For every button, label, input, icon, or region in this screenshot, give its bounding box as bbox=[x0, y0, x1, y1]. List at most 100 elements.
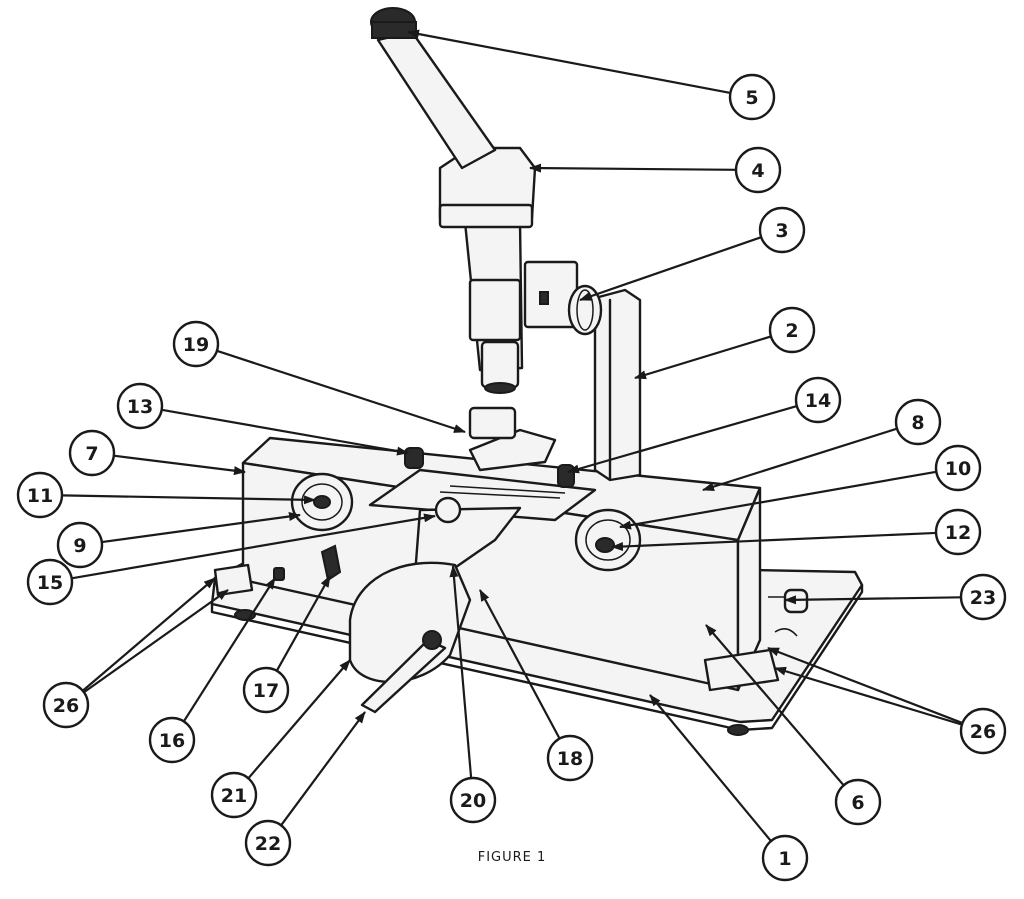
callout-number: 23 bbox=[970, 587, 996, 609]
callout-number: 15 bbox=[37, 572, 63, 594]
leader-arrow-26 bbox=[83, 589, 229, 694]
pin-16 bbox=[273, 567, 285, 581]
callout-number: 16 bbox=[159, 730, 185, 752]
callout-number: 6 bbox=[851, 792, 864, 814]
lever-arm bbox=[360, 638, 447, 714]
leader-arrow-21 bbox=[247, 659, 351, 780]
leader-arrow-5 bbox=[407, 29, 731, 94]
leader-arrow-18 bbox=[479, 589, 561, 740]
leader-arrow-23 bbox=[784, 595, 962, 605]
callout-circle bbox=[16, 471, 64, 519]
callout-circle bbox=[834, 778, 882, 826]
callout-18: 18 bbox=[546, 734, 594, 782]
callout-2: 2 bbox=[768, 306, 816, 354]
leader-arrow-6 bbox=[705, 624, 845, 787]
callout-number: 13 bbox=[127, 396, 153, 418]
callout-circle bbox=[26, 558, 74, 606]
leader-arrow-17 bbox=[275, 575, 331, 672]
callout-circle bbox=[768, 306, 816, 354]
small-knob-15 bbox=[434, 496, 462, 524]
leader-lines bbox=[61, 29, 963, 842]
callout-circle bbox=[449, 776, 497, 824]
leader-arrow-14 bbox=[567, 405, 798, 474]
callout-26: 26 bbox=[42, 681, 90, 729]
objective bbox=[480, 340, 520, 389]
callout-number: 10 bbox=[945, 458, 971, 480]
leader-arrow-19 bbox=[216, 349, 466, 434]
leader-arrow-7 bbox=[113, 454, 246, 476]
leader-arrow-20 bbox=[449, 565, 473, 779]
eyepiece-tube bbox=[376, 30, 497, 170]
callout-8: 8 bbox=[894, 398, 942, 446]
callout-circle bbox=[172, 320, 220, 368]
leader-arrow-10 bbox=[619, 470, 937, 530]
callout-circle bbox=[959, 573, 1007, 621]
callout-circle bbox=[148, 716, 196, 764]
callout-circle bbox=[116, 382, 164, 430]
callout-circle bbox=[42, 681, 90, 729]
callout-15: 15 bbox=[26, 558, 74, 606]
leader-arrow-12 bbox=[611, 531, 937, 552]
callout-number: 26 bbox=[53, 695, 79, 717]
callout-3: 3 bbox=[758, 206, 806, 254]
callout-23: 23 bbox=[959, 573, 1007, 621]
callout-number: 8 bbox=[911, 412, 924, 434]
callout-10: 10 bbox=[934, 444, 982, 492]
callout-26: 26 bbox=[959, 707, 1007, 755]
leader-arrow-4 bbox=[529, 163, 737, 173]
callout-circle bbox=[761, 834, 809, 882]
callout-20: 20 bbox=[449, 776, 497, 824]
callout-17: 17 bbox=[242, 666, 290, 714]
callout-12: 12 bbox=[934, 508, 982, 556]
leader-arrow-13 bbox=[161, 408, 409, 456]
callout-circle bbox=[734, 146, 782, 194]
callout-circle bbox=[934, 508, 982, 556]
leader-arrow-11 bbox=[61, 494, 316, 505]
callout-number: 26 bbox=[970, 721, 996, 743]
callout-circle bbox=[894, 398, 942, 446]
callout-6: 6 bbox=[834, 778, 882, 826]
callout-4: 4 bbox=[734, 146, 782, 194]
small-knob-13 bbox=[404, 447, 424, 469]
callout-number: 9 bbox=[73, 535, 86, 557]
callout-1: 1 bbox=[761, 834, 809, 882]
callout-14: 14 bbox=[794, 376, 842, 424]
callout-circle bbox=[56, 521, 104, 569]
leader-arrow-26 bbox=[774, 666, 963, 726]
pillar bbox=[593, 288, 642, 482]
callout-number: 4 bbox=[751, 160, 764, 182]
callout-number: 2 bbox=[785, 320, 798, 342]
leader-arrow-16 bbox=[182, 577, 276, 723]
callout-9: 9 bbox=[56, 521, 104, 569]
leader-arrow-3 bbox=[579, 236, 762, 302]
focus-knob bbox=[567, 284, 603, 336]
callout-number: 20 bbox=[460, 790, 486, 812]
lever-17 bbox=[320, 544, 342, 582]
callout-number: 18 bbox=[557, 748, 583, 770]
leader-arrow-22 bbox=[280, 711, 366, 826]
callout-number: 19 bbox=[183, 334, 209, 356]
callout-circle bbox=[959, 707, 1007, 755]
callout-number: 11 bbox=[27, 485, 53, 507]
callout-number: 5 bbox=[745, 87, 758, 109]
callout-circle bbox=[546, 734, 594, 782]
leader-arrow-8 bbox=[702, 427, 898, 492]
callout-circle bbox=[242, 666, 290, 714]
callout-number: 17 bbox=[253, 680, 279, 702]
callout-circle bbox=[758, 206, 806, 254]
small-knob-14 bbox=[557, 464, 575, 488]
leader-arrow-15 bbox=[71, 513, 436, 580]
leader-arrow-26 bbox=[82, 577, 216, 692]
instrument-drawing bbox=[210, 7, 864, 736]
callout-7: 7 bbox=[68, 429, 116, 477]
callout-13: 13 bbox=[116, 382, 164, 430]
callout-number: 14 bbox=[805, 390, 831, 412]
callout-19: 19 bbox=[172, 320, 220, 368]
callout-circle bbox=[934, 444, 982, 492]
figure-caption: FIGURE 1 bbox=[477, 850, 547, 865]
callout-21: 21 bbox=[210, 771, 258, 819]
leader-arrow-9 bbox=[101, 512, 301, 544]
callout-circle bbox=[68, 429, 116, 477]
